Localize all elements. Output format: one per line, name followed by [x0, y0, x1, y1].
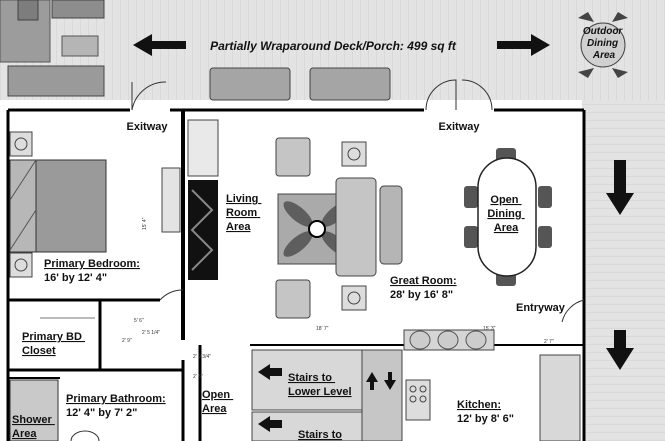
open-dining-label: Open Dining Area [487, 194, 524, 234]
outdoor-chairs [578, 12, 628, 78]
sofa [335, 177, 377, 277]
toilet [70, 430, 100, 441]
dim-3: 2' 7" [544, 339, 554, 345]
dim-8: 2' 5" [193, 374, 203, 380]
stairs-lower-label: Stairs to Lower Level [288, 372, 352, 398]
exit-door-left [130, 102, 170, 114]
deck-arrow-left [133, 34, 186, 56]
armchair-bottom [275, 279, 311, 319]
deck-arrow-down-1 [606, 160, 634, 215]
primary-bath-label: Primary Bathroom: 12' 4" by 7' 2" [66, 393, 169, 419]
entryway-label: Entryway [516, 302, 566, 314]
dim-2: 15' 3" [483, 326, 496, 332]
shower-label: Shower Area [12, 414, 55, 440]
deck-sofa-middle [209, 67, 291, 101]
deck-sofa-long [7, 65, 105, 97]
stair-arrows [258, 364, 396, 432]
dim-9: 15' 4" [142, 217, 148, 230]
dim-7: 2' 9 3/4" [193, 354, 211, 360]
deck-table [61, 35, 99, 57]
deck-chair [17, 0, 39, 21]
open-area-label: Open Area [202, 389, 233, 415]
primary-bedroom-label: Primary Bedroom: 16' by 12' 4" [44, 258, 143, 284]
end-table-bottom [341, 285, 367, 311]
dim-5: 2' 5 1/4" [142, 330, 160, 336]
deck-right [582, 100, 665, 441]
stair-landing [361, 349, 403, 441]
kitchen-label: Kitchen: 12' by 8' 6" [457, 399, 514, 425]
exitway-left-label: Exitway [127, 121, 169, 133]
dining-set [464, 148, 552, 286]
console [379, 185, 403, 265]
exitway-right-label: Exitway [439, 121, 481, 133]
nightstand-bottom [9, 252, 33, 278]
dim-1: 18' 7" [316, 326, 329, 332]
deck-sofa-right [309, 67, 391, 101]
shower [9, 379, 59, 441]
primary-closet-label: Primary BD Closet [22, 331, 85, 357]
cabinet [187, 119, 219, 177]
end-table-top [341, 141, 367, 167]
stairs-lower [251, 349, 363, 411]
deck-arrow-right [497, 34, 550, 56]
exit-door-right [424, 102, 494, 114]
dim-4: 5' 6" [134, 318, 144, 324]
dimension-notes: 18' 7" 15' 3" 2' 7" 5' 6" 2' 5 1/4" 2' 9… [122, 217, 554, 380]
outdoor-dining-table [580, 22, 626, 68]
stove [405, 379, 431, 421]
armchair-top [275, 137, 311, 177]
dim-6: 2' 9" [122, 338, 132, 344]
living-room-label: Living Room Area [226, 193, 261, 233]
deck-arrow-down-2 [606, 330, 634, 370]
deck-bench [51, 0, 105, 19]
stairs-upper-label: Stairs to [298, 429, 342, 441]
fridge [539, 354, 581, 441]
great-room-label: Great Room: 28' by 16' 8" [390, 275, 460, 301]
nightstand-top [9, 131, 33, 157]
deck-label: Partially Wraparound Deck/Porch: 499 sq … [210, 39, 457, 53]
outdoor-dining-label: Outdoor Dining Area [583, 26, 625, 61]
dresser [161, 167, 181, 233]
